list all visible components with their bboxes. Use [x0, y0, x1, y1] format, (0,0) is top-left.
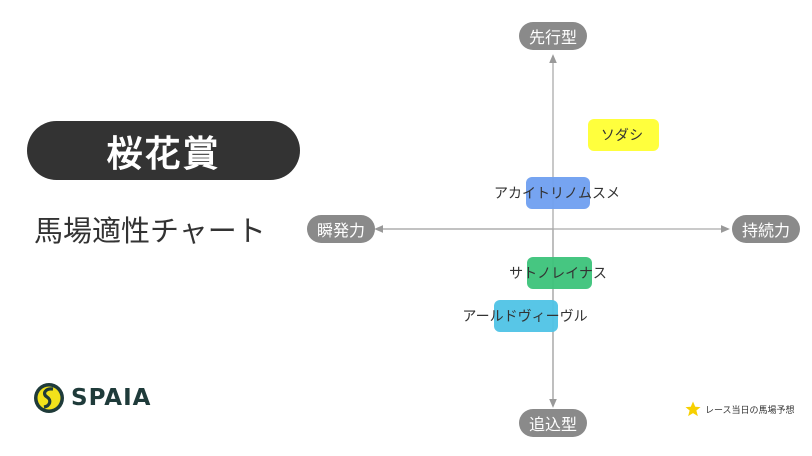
spaia-logo: SPAIA	[33, 382, 151, 414]
axis-label-right: 持続力	[731, 215, 801, 243]
chart-subtitle: 馬場適性チャート	[34, 214, 266, 248]
legend: レース当日の馬場予想	[684, 400, 795, 418]
race-title: 桜花賞	[27, 121, 300, 180]
star-icon	[685, 401, 701, 417]
axis-label-left: 瞬発力	[306, 215, 376, 243]
axis-label-top: 先行型	[518, 22, 588, 50]
spaia-logo-icon	[34, 383, 64, 413]
horse-marker-akaitorinomusume	[526, 177, 590, 209]
legend-label: レース当日の馬場予想	[705, 405, 795, 416]
axis-label-bottom: 追込型	[518, 409, 588, 437]
horse-marker-aarudoviivuru	[494, 300, 558, 332]
horse-marker-satonoreinasu	[527, 257, 592, 289]
horse-label: ソダシ	[600, 128, 644, 144]
horse-label: アカイトリノムスメ	[494, 186, 620, 202]
horse-marker-sodashi	[588, 119, 659, 151]
horse-label: サトノレイナス	[509, 266, 607, 282]
horse-label: アールドヴィーヴル	[462, 309, 588, 325]
logo-text: SPAIA	[71, 385, 152, 411]
